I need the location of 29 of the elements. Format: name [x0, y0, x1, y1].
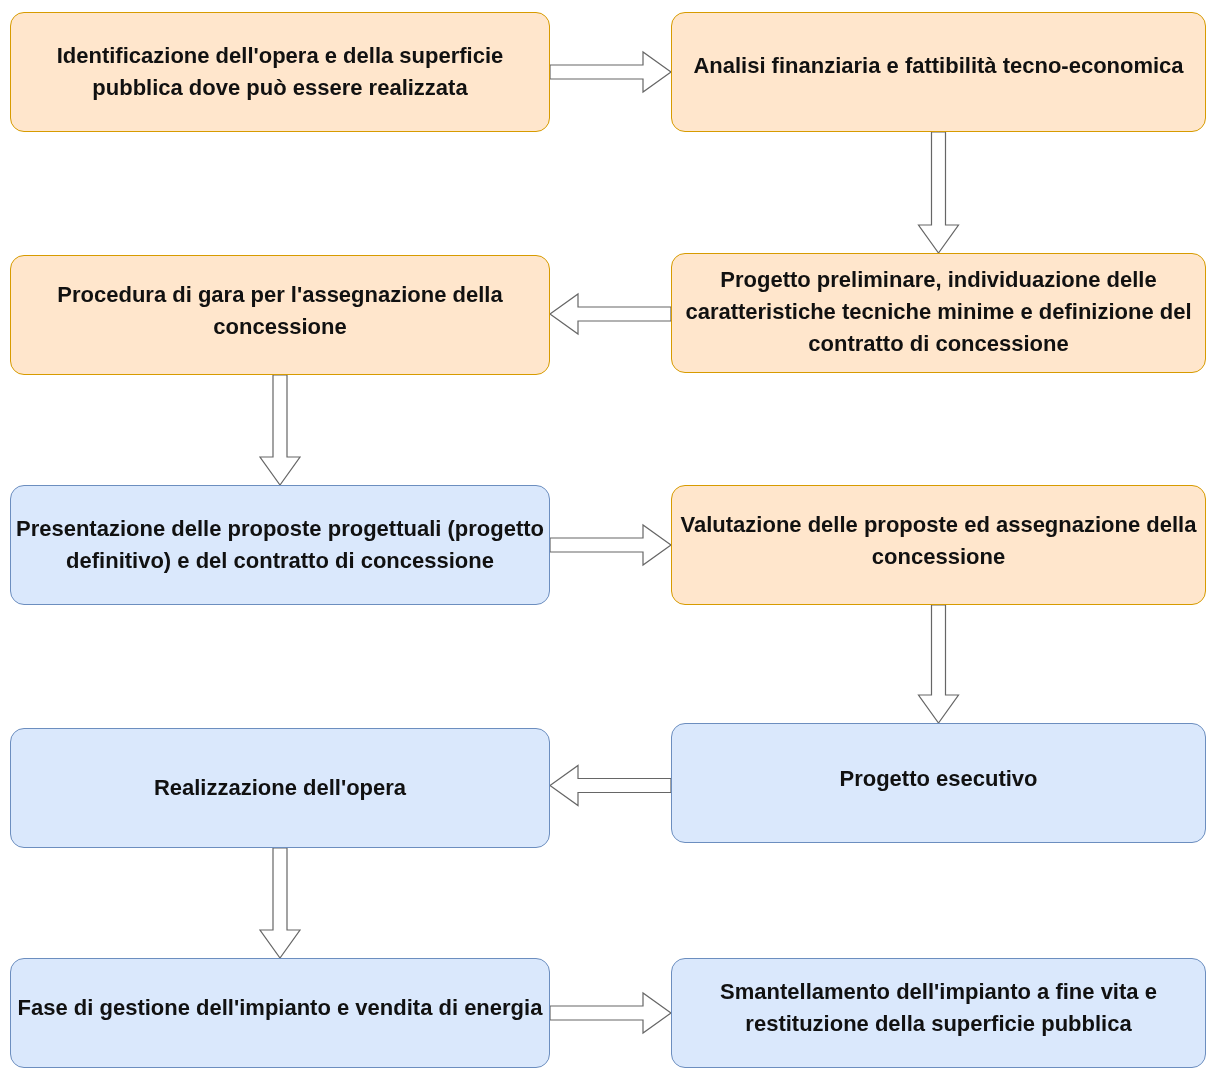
step-text: Valutazione delle proposte ed assegnazione della concessione [679, 511, 1198, 571]
block-arrow [549, 991, 673, 1035]
process-box [10, 255, 550, 375]
block-arrow [549, 523, 673, 567]
step-text: Progetto esecutivo [839, 765, 1038, 793]
process-box [10, 958, 550, 1068]
block-arrow [258, 374, 302, 487]
process-box [671, 12, 1206, 132]
process-box [671, 253, 1206, 373]
step-text: Fase di gestione dell'impianto e vendita di energia [17, 994, 543, 1022]
step-text: Progetto preliminare, individuazione delle caratteristiche tecniche minime e definizione del contratto di concessione [684, 266, 1193, 358]
process-box [10, 728, 550, 848]
step-text: Smantellamento dell'impianto a fine vita e restituzione della superficie pubblica [719, 978, 1158, 1038]
block-arrow [548, 764, 672, 807]
block-arrow [258, 847, 302, 960]
block-arrow [917, 131, 960, 255]
process-box [10, 485, 550, 605]
block-arrow [548, 292, 672, 336]
process-box [10, 12, 550, 132]
step-text: Procedura di gara per l'assegnazione della concessione [56, 281, 504, 341]
block-arrow [549, 50, 673, 94]
step-text: Identificazione dell'opera e della superficie pubblica dove può essere realizzata [55, 42, 505, 102]
process-box [671, 485, 1206, 605]
block-arrow [917, 604, 960, 725]
step-text: Presentazione delle proposte progettuali (progetto definitivo) e del contratto di concessione [15, 515, 545, 575]
step-text: Analisi finanziaria e fattibilità tecno-economica [693, 52, 1184, 80]
process-box [671, 958, 1206, 1068]
step-text: Realizzazione dell'opera [153, 774, 407, 802]
process-box [671, 723, 1206, 843]
